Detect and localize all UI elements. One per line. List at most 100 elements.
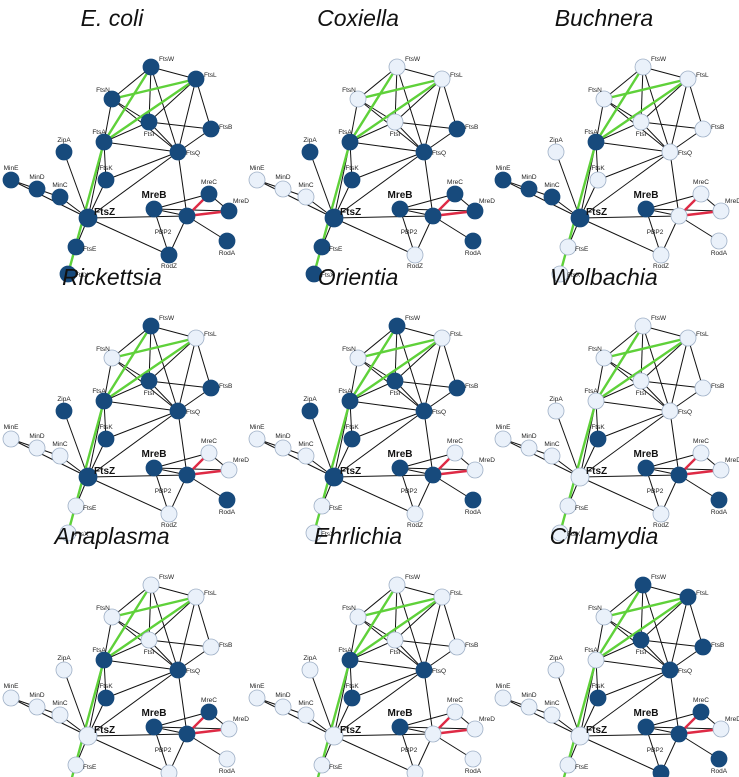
node-label-ftsw: FtsW [651, 315, 667, 322]
node-rodz [652, 505, 670, 523]
node-ftsk [343, 171, 361, 189]
edge-zipa-ftsz [309, 669, 335, 737]
node-rodz [406, 505, 424, 523]
node-mrec [200, 185, 218, 203]
node-mine [248, 689, 266, 707]
node-ftse [559, 756, 577, 774]
node-label-ftsw: FtsW [651, 56, 667, 63]
node-label-ftsa: FtsA [92, 388, 106, 395]
node-label-ftsq: FtsQ [678, 409, 692, 416]
node-label-mrec: MreC [447, 438, 463, 445]
node-mine [248, 430, 266, 448]
node-label-ftsn: FtsN [342, 346, 356, 353]
node-label-ftsi: FtsI [636, 390, 647, 397]
node-label-ftsa: FtsA [92, 129, 106, 136]
node-ftse [67, 238, 85, 256]
edge-ftsq-ftsk [351, 669, 425, 699]
node-label-pbp2: PBP2 [401, 229, 418, 236]
node-mred [220, 720, 238, 738]
edge-ftsq-pbp2 [669, 669, 680, 735]
edge-ftsl-ftsi [394, 78, 443, 123]
edge-ftsa-ftsq [595, 141, 671, 153]
edge-mine-ftsz [256, 438, 335, 478]
node-label-zipa: ZipA [303, 655, 317, 662]
node-mrec [446, 444, 464, 462]
node-label-rodz: RodZ [161, 263, 177, 270]
node-label-ftsx: FtsX [321, 272, 335, 279]
node-label-ftsa: FtsA [584, 388, 598, 395]
node-mine [494, 430, 512, 448]
green-edge-ftsw-ftsa [348, 65, 399, 144]
node-ftsl [433, 588, 451, 606]
node-mine [494, 689, 512, 707]
node-label-mine: MinE [250, 683, 265, 690]
edge-ftsz-rodz [87, 476, 170, 515]
node-ftsb [448, 638, 466, 656]
node-ftsz [570, 208, 590, 228]
node-ftsl [679, 588, 697, 606]
node-label-rodz: RodZ [161, 522, 177, 529]
edge-ftsl-ftsb [195, 596, 212, 648]
node-label-mine: MinE [4, 165, 19, 172]
node-ftsz [324, 208, 344, 228]
edge-mreb-mrec [645, 711, 702, 728]
node-label-ftsk: FtsK [591, 165, 605, 172]
node-label-mreb: MreB [141, 449, 166, 460]
green-edge-ftsn-ftsl [356, 595, 444, 619]
node-label-zipa: ZipA [57, 396, 71, 403]
node-ftsk [589, 430, 607, 448]
node-ftsb [448, 379, 466, 397]
node-roda [218, 232, 236, 250]
node-ftsw [388, 317, 406, 335]
edge-ftsq-ftsz [87, 669, 179, 737]
node-ftsq [169, 402, 187, 420]
node-label-ftsk: FtsK [345, 424, 359, 431]
edge-ftsi-ftsb [148, 121, 212, 130]
node-ftsa [341, 392, 359, 410]
node-label-ftsn: FtsN [342, 87, 356, 94]
node-ftsx [551, 524, 569, 542]
edge-ftsw-ftsq [642, 66, 671, 153]
node-zipa [55, 143, 73, 161]
edge-ftsa-ftsq [349, 400, 425, 412]
node-ftsn [103, 608, 121, 626]
node-label-mine: MinE [4, 683, 19, 690]
green-edge-ftsl-ftsa [348, 77, 444, 144]
node-label-zipa: ZipA [549, 396, 563, 403]
node-label-ftsz: FtsZ [340, 466, 361, 477]
node-ftsn [103, 349, 121, 367]
node-ftsl [679, 329, 697, 347]
node-mrec [692, 703, 710, 721]
edge-ftsi-ftsb [640, 639, 704, 648]
node-label-zipa: ZipA [57, 137, 71, 144]
edge-ftsl-ftsi [148, 596, 197, 641]
node-label-ftsi: FtsI [144, 390, 155, 397]
node-label-ftsl: FtsL [204, 331, 217, 338]
green-edge-ftsl-ftsa [102, 595, 198, 662]
node-rodz [160, 505, 178, 523]
node-pbp2 [670, 725, 688, 743]
edge-ftsl-ftsi [394, 337, 443, 382]
node-label-ftsi: FtsI [636, 649, 647, 656]
edge-ftsa-ftsq [103, 141, 179, 153]
node-mred [466, 720, 484, 738]
node-label-ftsw: FtsW [159, 315, 175, 322]
node-label-rodz: RodZ [407, 522, 423, 529]
node-roda [218, 491, 236, 509]
node-ftsa [95, 392, 113, 410]
node-pbp2 [178, 207, 196, 225]
node-ftsz [570, 467, 590, 487]
node-ftse [559, 238, 577, 256]
node-label-mine: MinE [496, 424, 511, 431]
node-label-ftse: FtsE [83, 505, 97, 512]
node-ftsk [343, 430, 361, 448]
edge-zipa-ftsz [63, 669, 89, 737]
node-mred [220, 461, 238, 479]
node-label-zipa: ZipA [303, 137, 317, 144]
edge-ftsl-ftsq [423, 596, 443, 671]
node-label-mreb: MreB [387, 449, 412, 460]
node-pbp2 [178, 466, 196, 484]
node-ftsa [341, 651, 359, 669]
node-mind [520, 698, 538, 716]
